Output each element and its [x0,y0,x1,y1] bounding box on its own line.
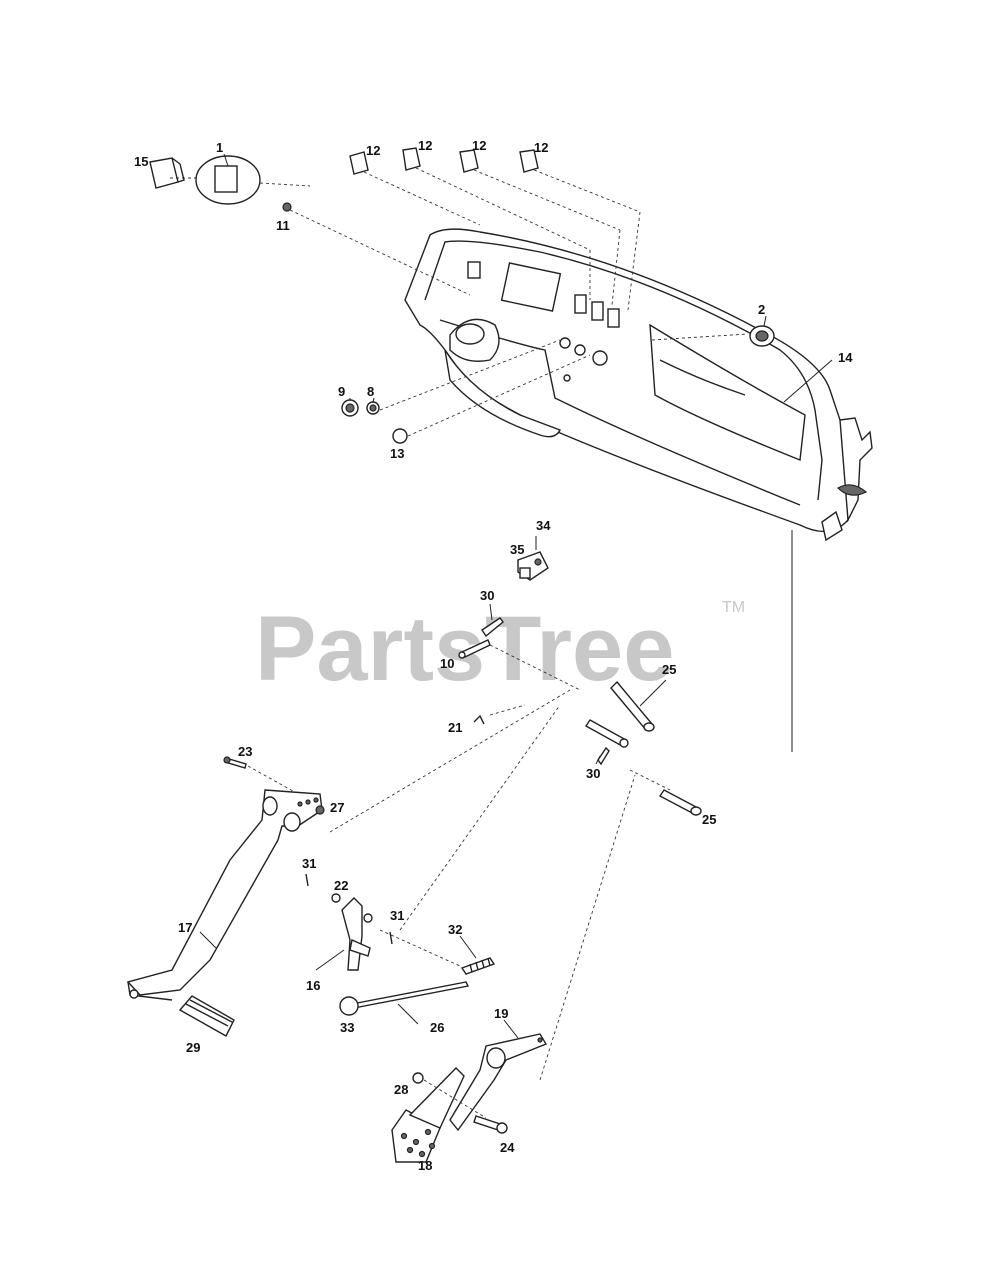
label-part-33: 33 [340,1020,354,1035]
label-part-11: 11 [276,218,290,233]
label-part-27: 27 [330,800,344,815]
label-part-19: 19 [494,1006,508,1021]
clip-assembly-line [489,704,526,716]
label-part-31-b: 31 [390,908,404,923]
part-labels: 1 15 11 12 12 12 12 2 14 9 8 13 34 35 30… [134,138,853,1173]
label-part-24: 24 [500,1140,515,1155]
bracket-arm-part[interactable] [449,1033,548,1132]
label-part-22: 22 [334,878,348,893]
bracket-part[interactable] [517,551,549,581]
rod-assembly-line [629,769,671,791]
label-part-32: 32 [448,922,462,937]
label-part-17: 17 [178,920,192,935]
pedal-arm-part[interactable] [126,789,323,1001]
label-part-34: 34 [536,518,551,533]
grommet-part[interactable] [749,325,775,347]
label-part-26: 26 [430,1020,444,1035]
rod-parts[interactable] [584,680,702,816]
label-part-12-a: 12 [366,143,380,158]
label-part-12-d: 12 [534,140,548,155]
lower-bolt-part[interactable] [473,1115,508,1134]
washer-parts[interactable] [305,873,393,945]
label-part-25-b: 25 [702,812,716,827]
switch-part[interactable] [149,157,185,189]
label-part-30-b: 30 [586,766,600,781]
lower-nut-part[interactable] [412,1072,424,1084]
clip-part[interactable] [473,714,485,725]
lever-part[interactable] [341,897,371,971]
bracket-assembly-line [539,774,636,1081]
label-part-16: 16 [306,978,320,993]
label-part-31-a: 31 [302,856,316,871]
label-part-13: 13 [390,446,404,461]
pedal-pad-part[interactable] [178,995,235,1037]
lower-assembly-line [423,1079,487,1119]
bolt-part[interactable] [223,756,247,769]
label-part-9: 9 [338,384,345,399]
bezel-nut-parts[interactable] [341,399,408,444]
label-part-21: 21 [448,720,462,735]
watermark-trademark: TM [722,599,745,616]
label-part-23: 23 [238,744,252,759]
leader-lines [199,153,833,1039]
spring-assembly-line [379,929,461,967]
pedal-nut-part[interactable] [315,805,325,815]
label-part-18: 18 [418,1158,432,1173]
shift-rod-part[interactable] [339,981,470,1016]
label-part-1: 1 [216,140,223,155]
label-part-15: 15 [134,154,148,169]
assembly-lines-upper [170,167,793,752]
pin-assembly-line [489,644,581,691]
pin-parts[interactable] [458,617,504,659]
label-part-35: 35 [510,542,524,557]
label-part-14: 14 [838,350,853,365]
nut-part[interactable] [282,202,292,212]
label-part-12-b: 12 [418,138,432,153]
dashboard-console[interactable] [404,228,873,542]
watermark-text: PartsTree [255,598,674,700]
pedal-assembly-line [329,689,571,833]
mounting-plate-part[interactable] [391,1067,465,1163]
label-part-29: 29 [186,1040,200,1055]
label-part-30-a: 30 [480,588,494,603]
label-part-10: 10 [440,656,454,671]
label-part-28: 28 [394,1082,408,1097]
label-part-2: 2 [758,302,765,317]
label-part-12-c: 12 [472,138,486,153]
rod-center-assembly-line [399,704,561,931]
bolt-assembly-line [247,765,301,796]
label-part-8: 8 [367,384,374,399]
lens-parts[interactable] [349,147,539,175]
spring-part[interactable] [460,957,496,975]
decal-part[interactable] [195,155,261,205]
label-part-25-a: 25 [662,662,676,677]
